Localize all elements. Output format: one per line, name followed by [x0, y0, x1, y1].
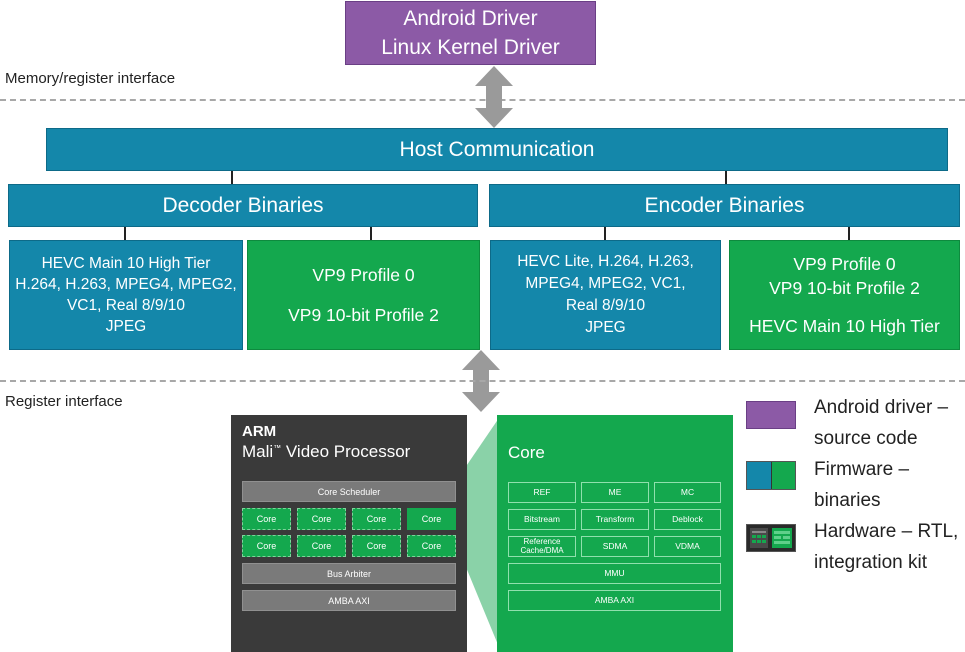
- legend-firmware-line1: Firmware –: [814, 459, 910, 480]
- connector-host-encoder: [725, 171, 727, 184]
- legend-hardware-chip-icon: [746, 524, 796, 552]
- core-block: Reference Cache/DMA: [508, 536, 576, 557]
- processor-name: Mali: [242, 442, 274, 461]
- encoder-binaries-label: Encoder Binaries: [644, 193, 805, 217]
- decoder-formats-box: HEVC Main 10 High Tier H.264, H.263, MPE…: [9, 240, 243, 350]
- core-block: Deblock: [654, 509, 721, 530]
- decoder-binaries-label: Decoder Binaries: [162, 193, 324, 217]
- core-block: Bitstream: [508, 509, 576, 530]
- bus-arbiter-bar: Bus Arbiter: [242, 563, 456, 584]
- zoom-connector: [456, 415, 501, 652]
- core-cell: Core: [297, 535, 346, 557]
- core-detail-title: Core: [508, 443, 545, 462]
- encoder-format-line: JPEG: [585, 319, 626, 336]
- trademark: ™: [273, 443, 282, 453]
- core-block: VDMA: [654, 536, 721, 557]
- encoder-vp9-profile0: VP9 Profile 0: [793, 254, 896, 274]
- encoder-hevc-main10: HEVC Main 10 High Tier: [749, 316, 940, 336]
- encoder-vp9-box: VP9 Profile 0 VP9 10-bit Profile 2 HEVC …: [729, 240, 960, 350]
- legend-firmware-text: Firmware – binaries: [814, 454, 909, 516]
- amba-axi-bar: AMBA AXI: [242, 590, 456, 611]
- host-communication-box: Host Communication: [46, 128, 948, 171]
- legend-hardware-line2: integration kit: [814, 552, 928, 573]
- decoder-format-line: VC1, Real 8/9/10: [66, 297, 186, 314]
- core-cell-highlighted: Core: [407, 508, 456, 530]
- core-amba-axi-block: AMBA AXI: [508, 590, 721, 611]
- core-detail-panel: Core: [497, 415, 733, 652]
- connector-encoder-vp9: [848, 227, 850, 240]
- driver-box-line2: Linux Kernel Driver: [381, 36, 560, 59]
- legend-swatch-green: [771, 462, 795, 489]
- connector-decoder-formats: [124, 227, 126, 240]
- processor-title: Mali™ Video Processor: [242, 442, 410, 462]
- core-block: MC: [654, 482, 721, 503]
- connector-host-decoder: [231, 171, 233, 184]
- core-cell: Core: [242, 535, 291, 557]
- arm-brand: ARM: [242, 423, 277, 440]
- decoder-format-line: H.264, H.263, MPEG4, MPEG2,: [15, 276, 237, 293]
- core-cell: Core: [242, 508, 291, 530]
- encoder-formats-box: HEVC Lite, H.264, H.263, MPEG4, MPEG2, V…: [490, 240, 721, 350]
- encoder-binaries-box: Encoder Binaries: [489, 184, 960, 227]
- driver-box-line1: Android Driver: [403, 7, 538, 30]
- encoder-format-line: HEVC Lite, H.264, H.263,: [517, 253, 694, 270]
- core-mmu-block: MMU: [508, 563, 721, 584]
- core-block: SDMA: [581, 536, 649, 557]
- driver-box: Android Driver Linux Kernel Driver: [345, 1, 596, 65]
- legend-hardware-line1: Hardware – RTL,: [814, 521, 959, 542]
- core-block: Transform: [581, 509, 649, 530]
- double-arrow-top-icon: [475, 66, 513, 128]
- encoder-vp9-profile2: VP9 10-bit Profile 2: [769, 278, 920, 298]
- legend-swatch-teal: [747, 462, 772, 489]
- register-interface-label: Register interface: [5, 393, 123, 410]
- legend-android-line1: Android driver –: [814, 397, 949, 418]
- memory-interface-divider: [0, 99, 965, 101]
- legend-android-text: Android driver – source code: [814, 392, 948, 454]
- decoder-binaries-box: Decoder Binaries: [8, 184, 478, 227]
- legend-android-line2: source code: [814, 428, 918, 449]
- legend-swatch-firmware: [746, 461, 796, 490]
- connector-encoder-formats: [604, 227, 606, 240]
- mali-video-processor-panel: ARM Mali™ Video Processor: [231, 415, 467, 652]
- memory-register-interface-label: Memory/register interface: [5, 70, 176, 87]
- decoder-vp9-profile0: VP9 Profile 0: [312, 265, 415, 285]
- processor-name-rest: Video Processor: [281, 442, 411, 461]
- core-cell: Core: [352, 535, 401, 557]
- legend-firmware-line2: binaries: [814, 490, 881, 511]
- decoder-vp9-box: VP9 Profile 0 VP9 10-bit Profile 2: [247, 240, 480, 350]
- legend-hardware-text: Hardware – RTL, integration kit: [814, 516, 958, 578]
- register-interface-divider: [0, 380, 965, 382]
- legend-swatch-purple: [746, 401, 796, 429]
- core-cell: Core: [352, 508, 401, 530]
- core-cell: Core: [407, 535, 456, 557]
- host-communication-label: Host Communication: [399, 137, 595, 161]
- core-block: REF: [508, 482, 576, 503]
- decoder-format-line: HEVC Main 10 High Tier: [41, 255, 211, 272]
- core-cell: Core: [297, 508, 346, 530]
- encoder-format-line: MPEG4, MPEG2, VC1,: [525, 275, 686, 292]
- core-scheduler-bar: Core Scheduler: [242, 481, 456, 502]
- encoder-format-line: Real 8/9/10: [565, 297, 646, 314]
- decoder-vp9-profile2: VP9 10-bit Profile 2: [288, 305, 439, 325]
- core-block: ME: [581, 482, 649, 503]
- decoder-format-line: JPEG: [105, 318, 147, 335]
- connector-decoder-vp9: [370, 227, 372, 240]
